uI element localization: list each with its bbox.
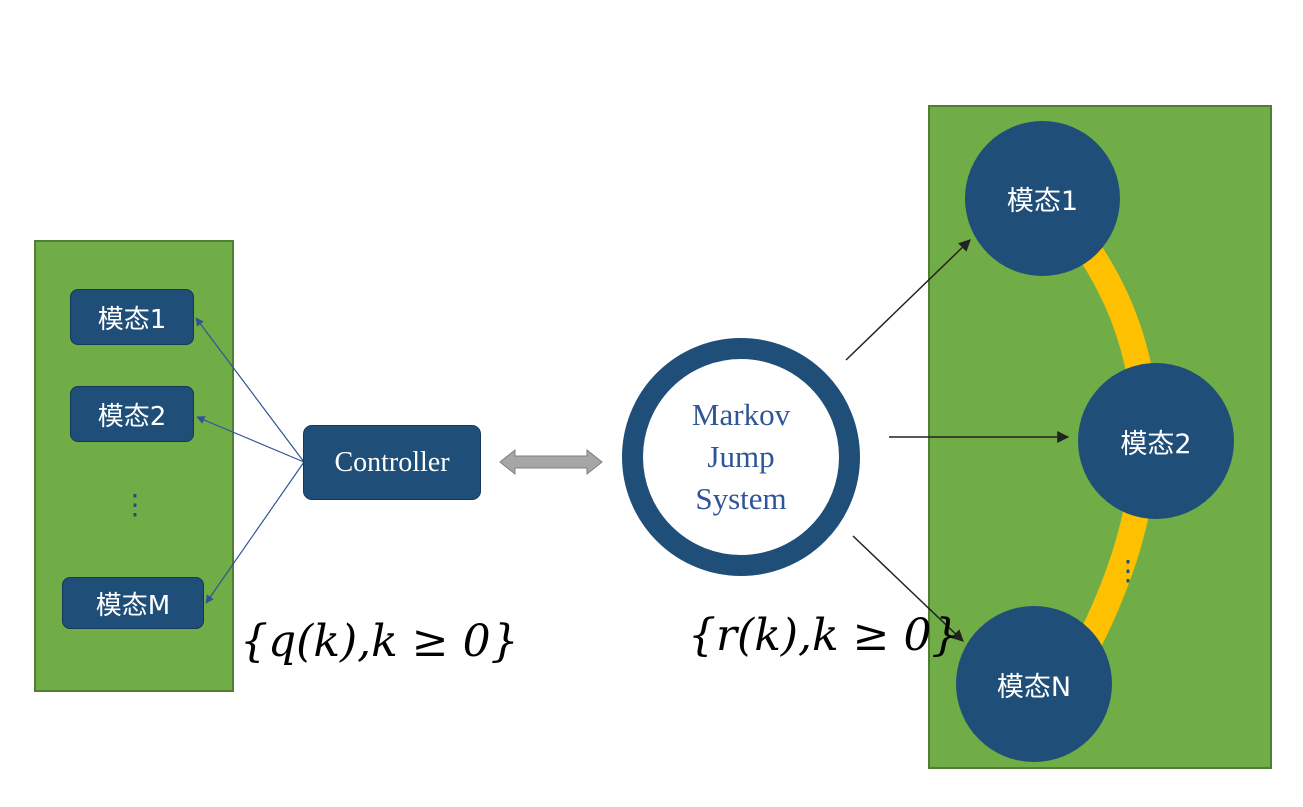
mjs-line-2: Jump [707, 439, 775, 474]
system-mode-n: 模态N [956, 606, 1112, 762]
markov-jump-system-node: Markov Jump System [622, 338, 860, 576]
controller-node: Controller [303, 425, 481, 500]
controller-mode-1: 模态1 [70, 289, 194, 345]
controller-mode-ellipsis: ⋮ [121, 491, 149, 519]
controller-mode-process-label: {q(k),k ≥ 0} [240, 616, 519, 667]
controller-mode-m-label: 模态M [95, 590, 171, 621]
system-mode-ellipsis: ⋮ [1114, 557, 1142, 585]
system-mode-2: 模态2 [1078, 363, 1234, 519]
system-mode-n-label: 模态N [996, 671, 1072, 703]
mjs-line-1: Markov [691, 397, 791, 432]
controller-label: Controller [334, 446, 450, 478]
system-mode-2-label: 模态2 [1120, 428, 1192, 460]
controller-mode-2: 模态2 [70, 386, 194, 442]
system-mode-process-label: {r(k),k ≥ 0} [688, 610, 960, 661]
controller-mode-2-label: 模态2 [97, 401, 167, 432]
system-mode-1-label: 模态1 [1006, 186, 1079, 217]
bidirectional-arrow [499, 448, 603, 476]
controller-mode-m: 模态M [62, 577, 204, 629]
system-mode-1: 模态1 [965, 121, 1120, 276]
controller-mode-1-label: 模态1 [97, 304, 167, 335]
mjs-line-3: System [695, 481, 787, 516]
